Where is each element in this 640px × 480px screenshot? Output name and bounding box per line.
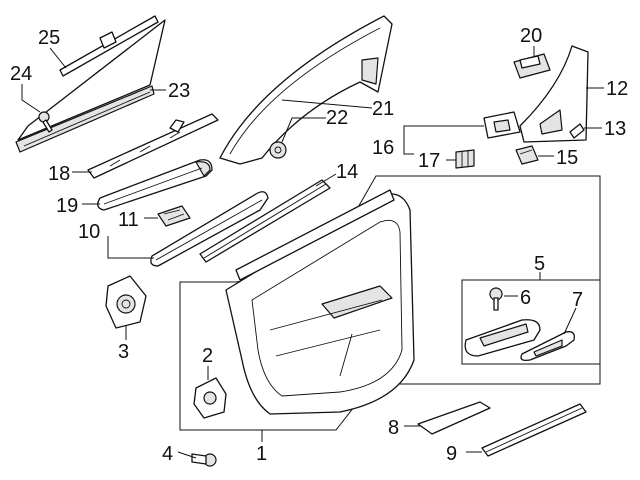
- part-24-screw[interactable]: [38, 111, 53, 133]
- part-10-weatherstrip[interactable]: [150, 191, 269, 267]
- leader-14: [315, 173, 337, 187]
- part-14-outer-weatherstrip[interactable]: [199, 179, 331, 263]
- leader-4: [177, 451, 197, 459]
- leader-16: [403, 125, 484, 146]
- part-6-screw[interactable]: [489, 287, 503, 311]
- part-23-sunshade[interactable]: [15, 19, 166, 153]
- leader-16b: [403, 146, 414, 155]
- callout-7: 7: [572, 289, 583, 311]
- part-7-handle-bezel[interactable]: [520, 331, 575, 362]
- part-3-latch-bracket[interactable]: [105, 275, 147, 329]
- part-2-door-latch[interactable]: [193, 377, 227, 419]
- leader-21: [281, 99, 373, 109]
- part-5-switch-panel[interactable]: [464, 319, 541, 357]
- part-5-assembly-box: [461, 279, 601, 365]
- callout-14: 14: [336, 161, 358, 183]
- callout-10: 10: [78, 221, 100, 243]
- callout-12: 12: [606, 78, 628, 100]
- part-13-cap[interactable]: [569, 123, 585, 139]
- callout-8: 8: [388, 417, 399, 439]
- callout-5: 5: [534, 253, 545, 275]
- callout-23: 23: [168, 80, 190, 102]
- part-15-window-switch[interactable]: [515, 145, 539, 165]
- part-21-pillar-trim[interactable]: [219, 15, 393, 165]
- callout-21: 21: [372, 98, 394, 120]
- callout-19: 19: [56, 195, 78, 217]
- part-11-clip[interactable]: [157, 205, 191, 227]
- part-4-bolt[interactable]: [191, 453, 217, 467]
- callout-1: 1: [256, 443, 267, 465]
- part-16-switch-bezel[interactable]: [483, 111, 521, 139]
- callout-17: 17: [418, 150, 440, 172]
- callout-16: 16: [372, 137, 394, 159]
- callout-2: 2: [202, 345, 213, 367]
- leader-24: [21, 84, 41, 113]
- leader-25: [49, 47, 67, 69]
- callout-13: 13: [604, 118, 626, 140]
- callout-18: 18: [48, 163, 70, 185]
- callout-24: 24: [10, 63, 32, 85]
- callout-25: 25: [38, 27, 60, 49]
- leader-10: [107, 236, 154, 259]
- part-18-molding-bracket[interactable]: [87, 113, 219, 179]
- callout-3: 3: [118, 341, 129, 363]
- part-19-pull-handle[interactable]: [97, 159, 213, 211]
- callout-4: 4: [162, 443, 173, 465]
- part-9-lower-trim-strip[interactable]: [481, 403, 587, 457]
- part-12-trim-panel[interactable]: [519, 45, 589, 143]
- part-22-push-pin[interactable]: [269, 141, 287, 159]
- callout-20: 20: [520, 25, 542, 47]
- part-20-switch[interactable]: [513, 53, 551, 79]
- part-1-door-trim-panel[interactable]: [225, 189, 415, 415]
- leader-22: [281, 117, 326, 143]
- callout-6: 6: [520, 287, 531, 309]
- callout-15: 15: [556, 147, 578, 169]
- callout-22: 22: [326, 107, 348, 129]
- part-17-clip[interactable]: [455, 149, 475, 169]
- part-8-trim-strip[interactable]: [417, 401, 491, 435]
- callout-11: 11: [118, 209, 139, 231]
- callout-9: 9: [446, 443, 457, 465]
- part-25-sunshade-rod[interactable]: [59, 15, 159, 77]
- leader-7: [563, 307, 577, 335]
